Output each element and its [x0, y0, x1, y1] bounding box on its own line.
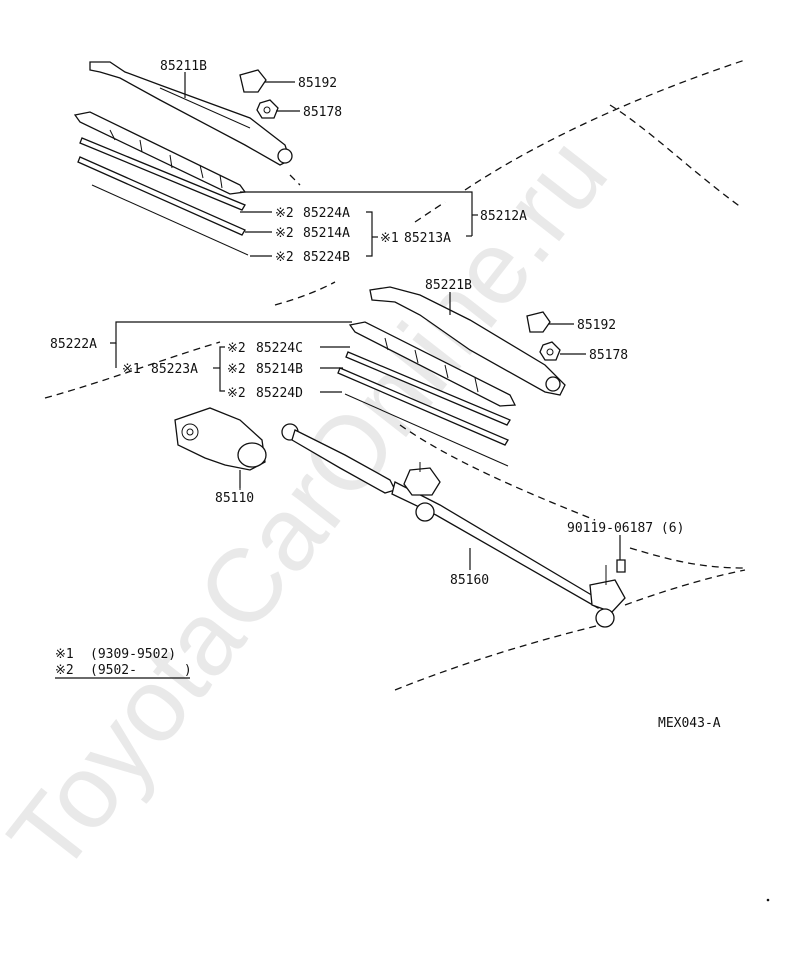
label-star2-e: ※2 [227, 362, 246, 377]
legend-mark-1: ※1 [55, 647, 74, 662]
wiper-arm-upper [89, 61, 293, 166]
body-outline [44, 59, 746, 691]
part-labels: 85211B 85192 85178 ※2 85224A ※2 85214A ※… [50, 59, 684, 588]
wiper-motor [174, 407, 267, 490]
legend-range-1: (9309-9502) [90, 647, 176, 662]
label-85110: 85110 [215, 491, 254, 506]
label-85192-mid: 85192 [577, 318, 616, 333]
legend-range-2: (9502- ) [90, 663, 192, 678]
label-85224B: 85224B [303, 250, 350, 265]
wiper-blade-upper [73, 111, 249, 256]
label-star2-a: ※2 [275, 206, 294, 221]
label-85214A: 85214A [303, 226, 350, 241]
label-85178-mid: 85178 [589, 348, 628, 363]
label-85213A: 85213A [404, 231, 451, 246]
nut-lower [539, 341, 561, 361]
label-85224D: 85224D [256, 386, 303, 401]
label-85212A: 85212A [480, 209, 527, 224]
cap-lower [526, 311, 551, 333]
legend-mark-2: ※2 [55, 663, 74, 678]
cap-upper [239, 69, 267, 93]
stray-dot [766, 898, 770, 902]
label-85224A: 85224A [303, 206, 350, 221]
label-star1-a: ※1 [380, 231, 399, 246]
legend: ※1 (9309-9502) ※2 (9502- ) [55, 647, 192, 678]
diagram-code: MEX043-A [658, 716, 721, 731]
wiper-blade-lower [337, 321, 517, 467]
label-85160: 85160 [450, 573, 489, 588]
label-star2-d: ※2 [227, 341, 246, 356]
label-85223A: 85223A [151, 362, 198, 377]
label-85221B: 85221B [425, 278, 472, 293]
label-85222A: 85222A [50, 337, 97, 352]
label-85192-top: 85192 [298, 76, 337, 91]
wiper-linkage [281, 423, 626, 628]
label-85214B: 85214B [256, 362, 303, 377]
label-star1-b: ※1 [122, 362, 141, 377]
label-star2-b: ※2 [275, 226, 294, 241]
label-star2-f: ※2 [227, 386, 246, 401]
label-star2-c: ※2 [275, 250, 294, 265]
label-85224C: 85224C [256, 341, 303, 356]
leader-lines [55, 72, 621, 679]
label-bolt: 90119-06187 (6) [567, 521, 684, 536]
label-85211B: 85211B [160, 59, 207, 74]
wiper-arm-lower [369, 286, 566, 396]
nut-upper [256, 99, 279, 119]
label-85178-top: 85178 [303, 105, 342, 120]
